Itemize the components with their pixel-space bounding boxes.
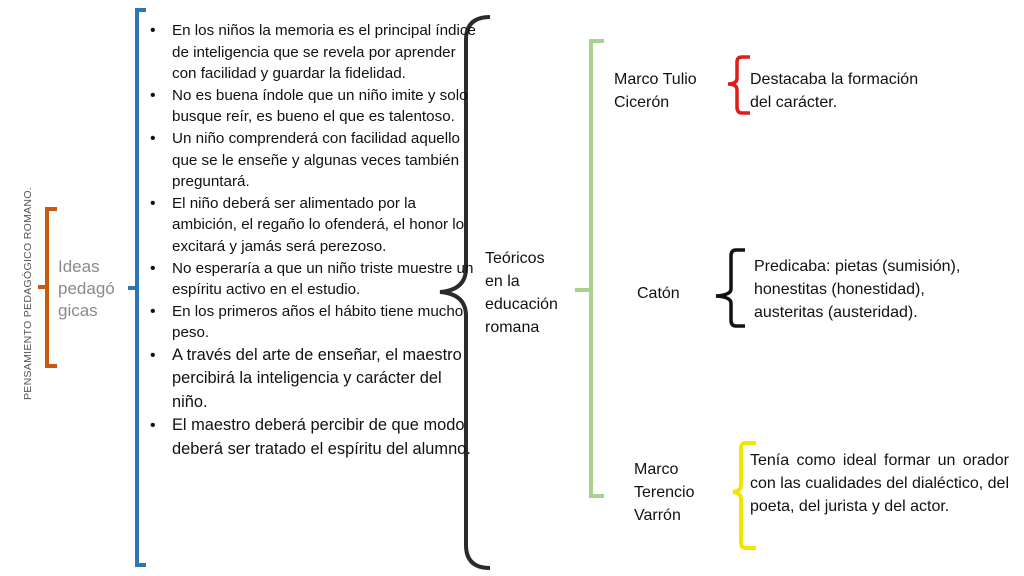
theorist-name-line: Varrón [634,507,681,524]
varron-brace [732,441,756,550]
theorist-name-varron: Marco Terencio Varrón [634,458,724,527]
point-item: Un niño comprenderá con facilidad aquell… [150,128,478,193]
points-bracket [128,8,146,567]
points-list: En los niños la memoria es el principal … [148,20,478,461]
theorists-bracket [575,39,604,498]
theorist-name-ciceron: Marco Tulio Cicerón [614,68,724,114]
theorist-desc-line: austeritas (austeridad). [754,304,918,321]
theorist-desc-line: Predicaba: pietas (sumisión), [754,258,961,275]
theorist-desc-line: Destacaba la formación [750,71,919,88]
vertical-title: PENSAMIENTO PEDAGÓGICO ROMANO. [22,186,34,400]
point-item: En los primeros años el hábito tiene muc… [150,301,478,344]
ideas-label-line: pedagó [58,279,115,298]
ideas-bracket [38,207,57,368]
teoricos-label: Teóricos en la educación romana [485,247,580,339]
theorist-desc-line: del carácter. [750,94,838,111]
ideas-label-line: gicas [58,301,98,320]
point-item: A través del arte de enseñar, el maestro… [150,344,478,414]
point-item: En los niños la memoria es el principal … [150,20,478,85]
theorist-name-line: Cicerón [614,94,670,111]
point-item: El maestro deberá percibir de que modo d… [150,414,478,461]
point-item: No es buena índole que un niño imite y s… [150,85,478,128]
point-item: El niño deberá ser alimentado por la amb… [150,193,478,258]
theorist-name-line: Catón [637,285,680,302]
teoricos-label-line: en la [485,273,520,290]
ideas-label-line: Ideas [58,257,100,276]
theorist-name-line: Terencio [634,484,695,501]
point-item: No esperaría a que un niño triste muestr… [150,258,478,301]
theorist-desc-ciceron: Destacaba la formación del carácter. [750,68,950,114]
theorist-name-line: Marco [634,461,679,478]
theorist-name-line: Marco Tulio [614,71,697,88]
theorist-desc-caton: Predicaba: pietas (sumisión), honestitas… [754,255,1004,324]
theorist-desc-line: honestitas (honestidad), [754,281,925,298]
teoricos-label-line: romana [485,319,540,336]
teoricos-label-line: Teóricos [485,250,545,267]
caton-brace [715,248,745,328]
teoricos-label-line: educación [485,296,558,313]
theorist-name-caton: Catón [637,282,717,305]
theorist-desc-varron: Tenía como ideal formar un orador con la… [750,452,1009,515]
ideas-label: Ideas pedagó gicas [58,256,124,322]
ciceron-brace [727,55,750,115]
